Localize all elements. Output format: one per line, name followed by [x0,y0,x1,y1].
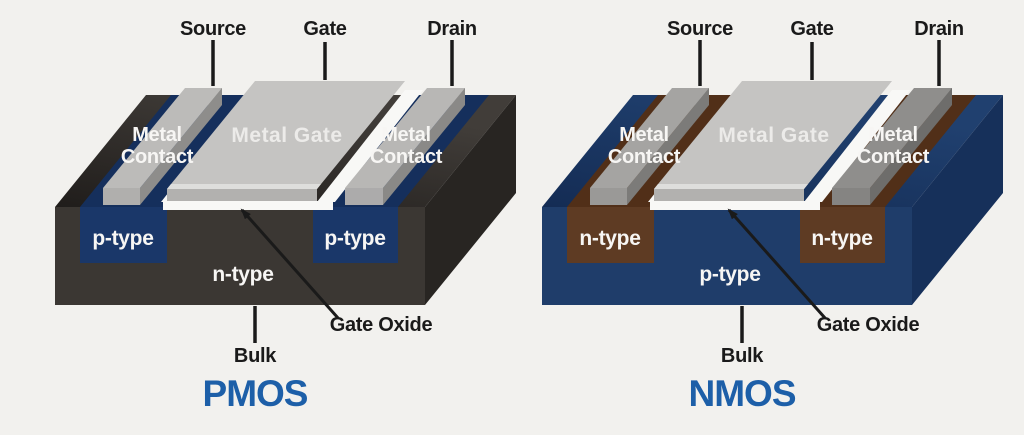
pmos-metal-gate-front-face [167,189,317,201]
nmos-source-label: Source [667,18,733,40]
nmos-well-left-front-face [567,207,654,263]
pmos-metal-contact-left-label-line2: Contact [121,146,194,168]
nmos-drain-contact-top-face [832,88,952,188]
nmos-well-right-label: n-type [811,227,872,250]
nmos-gate-oxide-arrow [727,208,827,319]
nmos-gate-oxide-label: Gate Oxide [817,314,920,336]
pmos-gate-oxide-label: Gate Oxide [330,314,433,336]
pmos-source-contact-front-face [103,188,140,205]
nmos-metal-gate-label: Metal Gate [718,124,829,147]
nmos-well-left-label: n-type [579,227,640,250]
nmos-metal-contact-left-label-line2: Contact [608,146,681,168]
nmos-body-label: p-type [699,263,760,286]
pmos-gate-oxide-right-band [317,90,423,202]
pmos-drain-contact-top-face [345,88,465,188]
pmos-drain-label: Drain [427,18,477,40]
nmos-drain-contact-front-face [832,188,870,205]
pmos-drain-contact-front-face [345,188,383,205]
pmos-title: PMOS [203,373,308,414]
pmos-drain-contact-side-face [383,88,465,205]
pmos-body-label: n-type [212,263,273,286]
pmos-substrate-side-face [425,95,516,305]
pmos-metal-gate-bevel [167,184,321,189]
pmos-metal-gate-label: Metal Gate [231,124,342,147]
pmos-gate-oxide-arrow [240,208,340,319]
pmos-source-contact-side-face [140,88,222,205]
nmos-gate-oxide-front-strip [650,201,820,210]
nmos-gate-label: Gate [790,18,833,40]
nmos-gate-oxide-right-band [804,90,910,202]
nmos-well-right-front-face [800,207,885,263]
nmos-source-contact-front-face [590,188,627,205]
pmos-source-label: Source [180,18,246,40]
nmos-metal-contact-left-label-line1: Metal [619,124,669,146]
nmos-metal-contact-right-label-line2: Contact [857,146,930,168]
pmos-gate-label: Gate [303,18,346,40]
nmos-title: NMOS [689,373,796,414]
nmos-drain-label: Drain [914,18,964,40]
pmos-metal-contact-left-label-line1: Metal [132,124,182,146]
pmos-well-left-front-face [80,207,167,263]
pmos-metal-contact-right-label-line2: Contact [370,146,443,168]
pmos-well-right-front-face [313,207,398,263]
nmos-substrate-side-face [912,95,1003,305]
nmos-source-contact-side-face [627,88,709,205]
nmos-metal-contact-right-label-line1: Metal [868,124,918,146]
nmos-source-contact-top-face [590,88,709,188]
pmos-metal-contact-right-label-line1: Metal [381,124,431,146]
pmos-well-right-label: p-type [324,227,385,250]
pmos-metal-gate-top-face [167,81,405,189]
pmos-device: Source Gate Drain Metal Contact Metal Ga… [55,18,516,414]
nmos-metal-gate-bevel [654,184,808,189]
pmos-source-contact-top-face [103,88,222,188]
nmos-drain-contact-side-face [870,88,952,205]
pmos-bulk-label: Bulk [234,345,277,367]
nmos-metal-gate-front-face [654,189,804,201]
pmos-gate-oxide-front-strip [163,201,333,210]
nmos-device: Source Gate Drain Metal Contact Metal Ga… [542,18,1003,414]
pmos-well-left-label: p-type [92,227,153,250]
nmos-bulk-label: Bulk [721,345,764,367]
nmos-metal-gate-top-face [654,81,892,189]
